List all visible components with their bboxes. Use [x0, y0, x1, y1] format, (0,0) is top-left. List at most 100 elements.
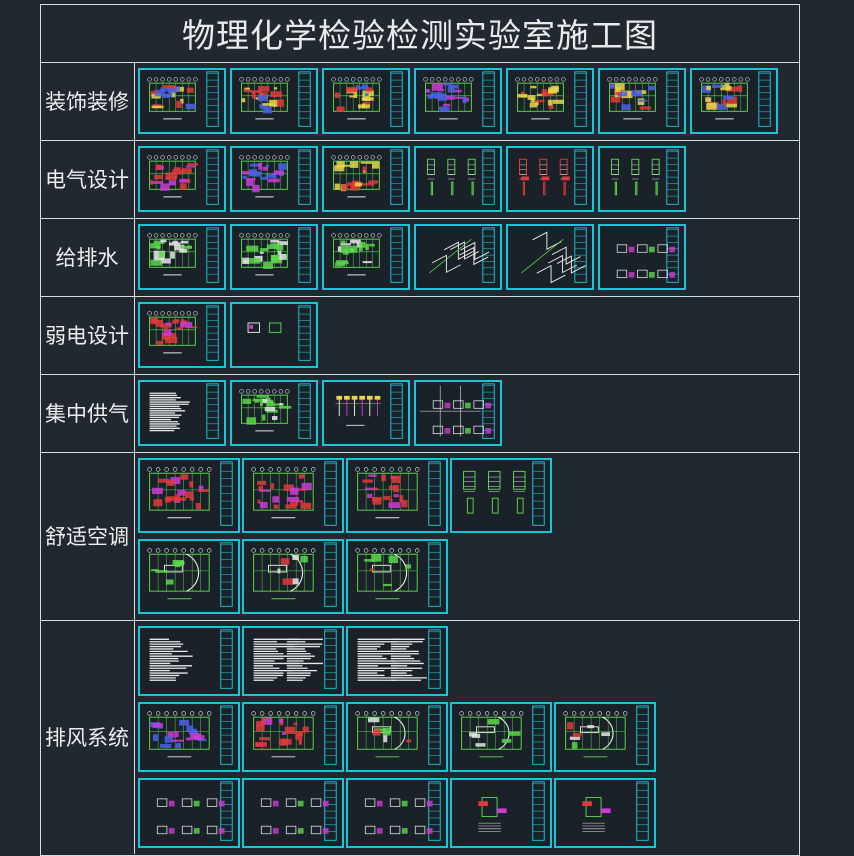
drawing-preview: [239, 149, 311, 205]
drawing-sheet-thumbnail[interactable]: [598, 224, 686, 290]
drawing-sheet-thumbnail[interactable]: [242, 626, 344, 696]
drawing-sheet-thumbnail[interactable]: [690, 68, 778, 134]
drawing-sheet-thumbnail[interactable]: [230, 380, 318, 446]
drawing-sheet-thumbnail[interactable]: [346, 702, 448, 772]
row-divider: [40, 62, 800, 63]
drawing-sheet-thumbnail[interactable]: [230, 302, 318, 368]
drawing-preview: [251, 705, 337, 765]
drawing-sheet-thumbnail[interactable]: [242, 702, 344, 772]
drawing-preview: [515, 71, 587, 127]
drawing-preview: [429, 227, 495, 283]
drawing-sheet-thumbnail[interactable]: [506, 68, 594, 134]
drawing-sheet-thumbnail[interactable]: [506, 224, 594, 290]
drawing-preview: [147, 227, 219, 283]
drawing-preview: [699, 71, 771, 127]
drawing-sheet-thumbnail[interactable]: [414, 380, 502, 446]
category-label: 弱电设计: [45, 324, 129, 348]
drawing-preview: [239, 227, 311, 283]
drawing-preview: [423, 71, 495, 127]
drawing-sheet-thumbnail[interactable]: [138, 224, 226, 290]
drawing-sheet-thumbnail[interactable]: [138, 539, 240, 614]
drawing-sheet-thumbnail[interactable]: [230, 68, 318, 134]
drawing-sheet-thumbnail[interactable]: [138, 146, 226, 212]
drawing-preview: [357, 629, 441, 689]
row-divider: [40, 452, 800, 453]
drawing-preview: [419, 383, 495, 439]
drawing-preview: [156, 781, 233, 841]
drawing-preview: [149, 383, 219, 439]
drawing-preview: [582, 781, 649, 841]
drawing-preview: [147, 705, 233, 765]
drawing-preview: [616, 227, 679, 283]
drawing-sheet-thumbnail[interactable]: [322, 68, 410, 134]
drawing-sheet-thumbnail[interactable]: [242, 539, 344, 614]
drawing-preview: [459, 705, 545, 765]
row-divider: [40, 374, 800, 375]
drawing-sheet-thumbnail[interactable]: [242, 458, 344, 533]
drawing-preview: [607, 71, 679, 127]
category-divider: [134, 62, 135, 854]
drawing-sheet-thumbnail[interactable]: [322, 224, 410, 290]
category-label: 装饰装修: [45, 90, 129, 114]
drawing-preview: [364, 781, 441, 841]
category-label: 排风系统: [45, 726, 129, 750]
drawing-preview: [355, 461, 441, 526]
drawing-preview: [563, 705, 649, 765]
drawing-sheet-thumbnail[interactable]: [346, 458, 448, 533]
drawing-sheet-thumbnail[interactable]: [138, 702, 240, 772]
row-divider: [40, 620, 800, 621]
drawing-preview: [251, 461, 337, 526]
drawing-sheet-thumbnail[interactable]: [322, 380, 410, 446]
drawing-sheet-thumbnail[interactable]: [138, 778, 240, 848]
drawing-preview: [147, 149, 219, 205]
row-divider: [40, 140, 800, 141]
drawing-sheet-thumbnail[interactable]: [138, 68, 226, 134]
drawing-preview: [147, 71, 219, 127]
drawing-preview: [253, 629, 337, 689]
drawing-preview: [147, 461, 233, 526]
drawing-sheet-thumbnail[interactable]: [138, 458, 240, 533]
drawing-sheet-thumbnail[interactable]: [450, 702, 552, 772]
drawing-sheet-thumbnail[interactable]: [450, 778, 552, 848]
drawing-preview: [478, 781, 545, 841]
drawing-preview: [260, 781, 337, 841]
drawing-sheet-thumbnail[interactable]: [414, 146, 502, 212]
drawing-sheet-thumbnail[interactable]: [554, 702, 656, 772]
drawing-sheet-thumbnail[interactable]: [230, 224, 318, 290]
drawing-sheet-thumbnail[interactable]: [346, 626, 448, 696]
drawing-sheet-thumbnail[interactable]: [138, 302, 226, 368]
drawing-preview: [610, 149, 679, 205]
drawing-sheet-thumbnail[interactable]: [322, 146, 410, 212]
drawing-preview: [521, 227, 587, 284]
drawing-preview: [331, 149, 403, 205]
category-label: 集中供气: [45, 402, 129, 426]
row-divider: [40, 296, 800, 297]
drawing-sheet-thumbnail[interactable]: [506, 146, 594, 212]
drawing-sheet-thumbnail[interactable]: [414, 224, 502, 290]
drawing-sheet-thumbnail[interactable]: [138, 380, 226, 446]
drawing-sheet-thumbnail[interactable]: [242, 778, 344, 848]
drawing-preview: [518, 149, 587, 205]
drawing-sheet-thumbnail[interactable]: [450, 458, 552, 533]
drawing-sheet-thumbnail[interactable]: [230, 146, 318, 212]
drawing-preview: [149, 629, 233, 689]
drawing-preview: [147, 542, 233, 607]
drawing-sheet-thumbnail[interactable]: [414, 68, 502, 134]
drawing-sheet-thumbnail[interactable]: [346, 778, 448, 848]
row-divider: [40, 218, 800, 219]
drawing-sheet-thumbnail[interactable]: [138, 626, 240, 696]
drawing-sheet-thumbnail[interactable]: [598, 68, 686, 134]
drawing-preview: [335, 383, 403, 439]
category-label: 舒适空调: [45, 525, 129, 549]
drawing-sheet-thumbnail[interactable]: [598, 146, 686, 212]
drawing-sheet-thumbnail[interactable]: [554, 778, 656, 848]
drawing-preview: [251, 542, 337, 607]
drawing-preview: [239, 71, 311, 127]
drawing-preview: [426, 149, 495, 205]
drawing-preview: [247, 305, 311, 361]
drawing-preview: [331, 71, 403, 127]
drawing-preview: [463, 461, 545, 526]
drawing-sheet-thumbnail[interactable]: [346, 539, 448, 614]
drawing-preview: [355, 542, 441, 607]
